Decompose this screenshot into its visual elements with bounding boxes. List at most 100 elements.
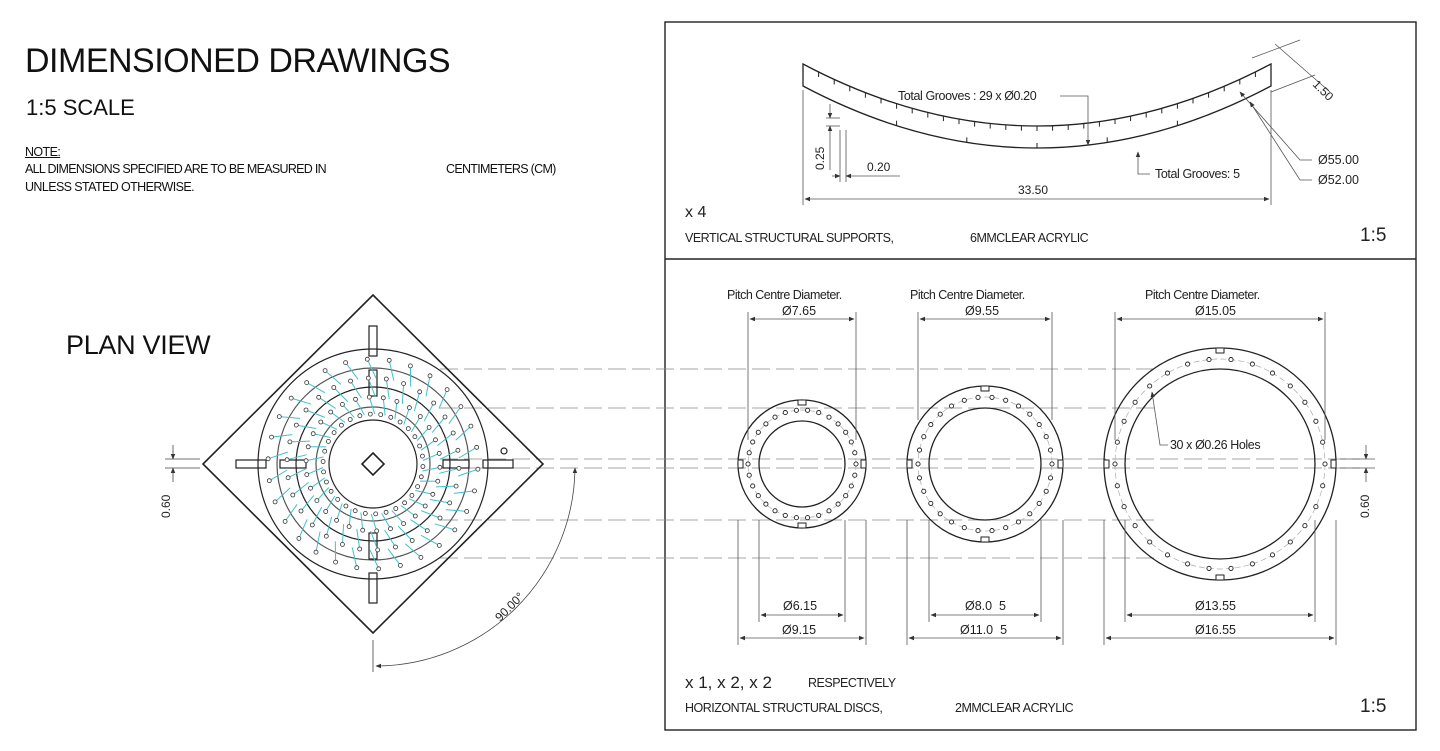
plan-hole <box>304 380 310 386</box>
disc-hole <box>826 414 832 420</box>
plan-hole <box>314 498 320 504</box>
support-scale: 1:5 <box>1360 225 1386 246</box>
total-grooves-top: Total Grooves : 29 x Ø0.20 <box>898 89 1037 103</box>
disc-hole <box>1185 361 1191 367</box>
plan-hole <box>405 426 411 432</box>
plan-hole <box>352 508 358 514</box>
plan-hole <box>343 360 349 366</box>
plan-hole <box>433 437 438 443</box>
disc-hole <box>1320 439 1326 445</box>
plan-hole <box>472 488 477 494</box>
plan-spoke <box>279 416 301 419</box>
plan-hole <box>437 515 443 521</box>
plan-dim-angle: 90.00° <box>492 589 527 624</box>
disc-hole <box>1302 523 1308 529</box>
plan-hole <box>397 419 403 425</box>
disc-hole <box>1043 488 1049 494</box>
plan-hole <box>444 387 450 393</box>
disc-hole <box>750 483 756 489</box>
plan-hole <box>393 506 399 511</box>
discs-scale: 1:5 <box>1360 696 1386 717</box>
plan-hole <box>303 458 309 464</box>
support-arc-shape <box>802 62 1272 149</box>
plan-hole <box>293 422 299 428</box>
discs-material: 2MMCLEAR ACRYLIC <box>955 701 1074 715</box>
disc-hole <box>782 512 788 518</box>
disc-hole <box>835 501 841 507</box>
disc-hole <box>1322 461 1328 467</box>
plan-spoke <box>325 495 336 512</box>
plan-hole <box>424 528 430 534</box>
plan-hole <box>412 434 418 440</box>
plan-hole <box>417 389 423 395</box>
plan-hole <box>427 373 433 379</box>
plan-spoke <box>325 516 333 537</box>
plan-spoke <box>368 396 376 415</box>
disc2-inner: Ø8.0 5 <box>965 599 1006 613</box>
disc-hole <box>1269 552 1276 558</box>
drawing-scale: 1:5 SCALE <box>26 95 135 120</box>
plan-spoke <box>341 524 345 545</box>
disc-hole <box>916 475 923 481</box>
plan-hole <box>388 414 394 420</box>
plan-spoke <box>397 525 413 541</box>
plan-hole <box>308 485 313 491</box>
disc-slot <box>1057 459 1064 469</box>
plan-hole <box>346 524 352 529</box>
disc-hole <box>750 439 756 445</box>
plan-view-label: PLAN VIEW <box>66 330 211 360</box>
disc-hole <box>1228 357 1234 363</box>
disc-hole <box>843 429 849 435</box>
disc-slot <box>860 459 867 469</box>
plan-hole <box>464 508 470 514</box>
plan-hole <box>475 466 481 472</box>
disc-hole <box>793 515 799 521</box>
disc1-pcd: Ø7.65 <box>782 304 816 318</box>
dim-groove-width: 0.20 <box>867 160 891 174</box>
disc-outer-edge <box>906 385 1064 543</box>
disc-hole <box>975 394 981 400</box>
plan-hole <box>298 508 304 514</box>
plan-spoke <box>324 370 342 385</box>
disc-hole <box>1132 523 1138 529</box>
plan-hole <box>354 565 360 571</box>
plan-hole <box>450 430 456 436</box>
plan-hole <box>386 357 392 363</box>
plan-spoke <box>381 512 391 529</box>
plan-hole <box>269 434 274 440</box>
disc1-pcd-label: Pitch Centre Diameter. <box>727 288 842 302</box>
disc-hole <box>755 493 761 499</box>
plan-spoke <box>333 387 349 403</box>
plan-hole <box>383 376 389 382</box>
dim-length: 33.50 <box>1018 183 1048 197</box>
disc-hole <box>1164 370 1171 376</box>
plan-hole <box>328 409 334 415</box>
plan-hole <box>328 488 334 494</box>
plan-hole <box>409 492 415 498</box>
plan-hole <box>310 431 316 437</box>
plan-spoke <box>355 399 365 416</box>
disc-hole <box>916 447 923 453</box>
plan-hole <box>303 407 309 413</box>
plan-hole <box>296 536 302 541</box>
disc-hole <box>793 407 799 413</box>
plan-hole <box>412 513 418 519</box>
plan-spoke <box>455 425 472 441</box>
plan-hole <box>323 533 329 539</box>
plan-hole <box>333 559 339 565</box>
disc-hole <box>1121 418 1127 424</box>
plan-hole <box>288 395 294 401</box>
plan-spoke <box>416 427 430 441</box>
plan-view-drawing <box>201 293 545 635</box>
disc-dimensions <box>737 312 1375 645</box>
disc-hole <box>772 414 778 420</box>
disc-hole <box>921 488 927 494</box>
plan-hole <box>318 419 324 425</box>
disc-hole <box>961 397 967 403</box>
plan-hole <box>339 401 345 407</box>
plan-hole <box>380 395 386 401</box>
plan-spoke <box>320 421 338 430</box>
plan-hole <box>285 475 291 481</box>
plan-hole <box>266 478 272 484</box>
plan-hole <box>334 517 340 523</box>
